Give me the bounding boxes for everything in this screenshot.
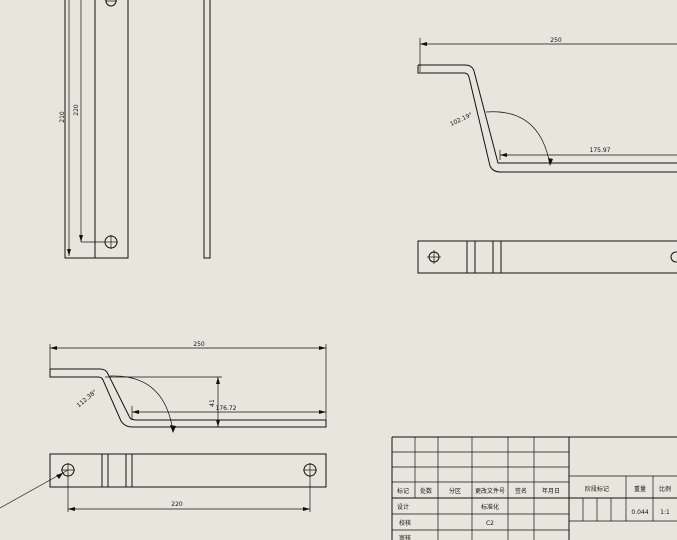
dim-angle-label: 102.19°	[449, 111, 474, 127]
hole-right	[670, 251, 677, 263]
dim-inner-label: 220	[73, 104, 80, 116]
row-check: 校核	[399, 519, 411, 527]
dim-holes-label: 220	[171, 501, 183, 508]
dim-length-label-b: 250	[193, 341, 205, 348]
weight-label: 重量	[634, 485, 646, 493]
profile-inner	[417, 65, 677, 173]
scale-value: 1:1	[660, 509, 670, 516]
dim-angle-label-b: 112.38°	[76, 388, 99, 409]
header-change-doc: 更改文件号	[475, 487, 505, 495]
title-block: 标记 处数 分区 更改文件号 签名 年月日 设计 校核 审核 标准化 C2 阶段…	[391, 436, 677, 540]
plan-strip	[417, 240, 677, 274]
header-zone: 分区	[449, 487, 461, 495]
header-sign: 签名	[515, 487, 527, 495]
angle-arc-b	[109, 375, 174, 433]
dim-length-label: 250	[550, 37, 562, 44]
profile-inner-b	[49, 369, 327, 428]
header-date: 年月日	[542, 487, 560, 495]
scale-label: 比例	[659, 485, 671, 493]
view-bottom-left: 250 112.38° 41 176.72	[0, 341, 327, 512]
row-design: 设计	[397, 503, 409, 511]
leader-line	[0, 469, 69, 509]
dim-flat-label-b: 176.72	[216, 405, 237, 412]
header-count: 处数	[420, 487, 432, 495]
profile-outer	[418, 64, 677, 164]
plate-outline	[64, 0, 129, 259]
std-code: C2	[486, 520, 494, 527]
dim-outer-label: 210	[59, 111, 66, 123]
dim-flat-label: 175.97	[590, 147, 611, 154]
dim-height-label: 41	[209, 399, 216, 407]
weight-value: 0.044	[631, 509, 648, 516]
angle-arc	[485, 111, 551, 166]
std-label: 标准化	[481, 503, 499, 511]
row-audit: 审核	[399, 534, 411, 540]
side-strip	[203, 0, 211, 259]
profile-outer-b	[50, 368, 326, 421]
view-top-right: 250 102.19° 175.97	[417, 37, 677, 274]
stage-label: 阶段标记	[585, 485, 609, 493]
header-mark: 标记	[397, 487, 409, 495]
view-top-left: 210 220	[59, 0, 211, 259]
plan-strip-b	[49, 453, 327, 488]
